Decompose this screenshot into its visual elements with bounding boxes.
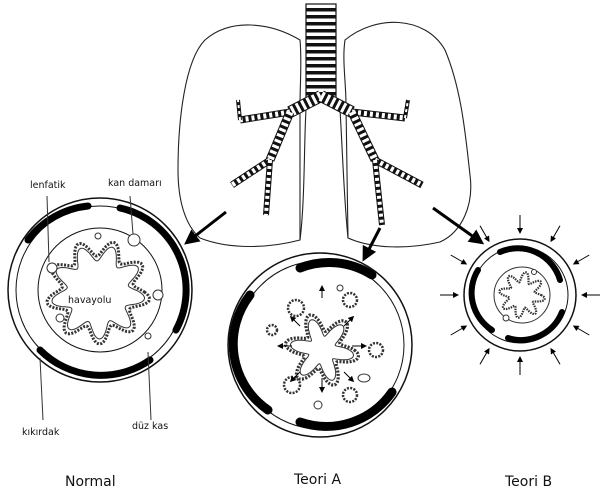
caption-theory-a: Teori A <box>294 472 341 488</box>
label-blood-vessel: kan damarı <box>108 178 162 189</box>
lymphatic-vessel <box>47 263 57 273</box>
label-airway: havayolu <box>68 295 111 306</box>
caption-theory-b: Teori B <box>505 474 552 490</box>
trachea <box>306 4 336 98</box>
label-smooth-muscle: düz kas <box>132 421 168 432</box>
theory-b-airway-section <box>440 215 600 375</box>
theory-a-airway-section <box>228 253 412 437</box>
pointer-arrows <box>190 208 478 255</box>
label-cartilage: kıkırdak <box>22 427 59 438</box>
normal-airway-section <box>8 196 192 420</box>
label-lymphatic: lenfatik <box>30 180 66 191</box>
caption-normal: Normal <box>65 474 116 490</box>
bronchial-tree <box>232 96 422 225</box>
blood-vessel <box>128 234 140 246</box>
